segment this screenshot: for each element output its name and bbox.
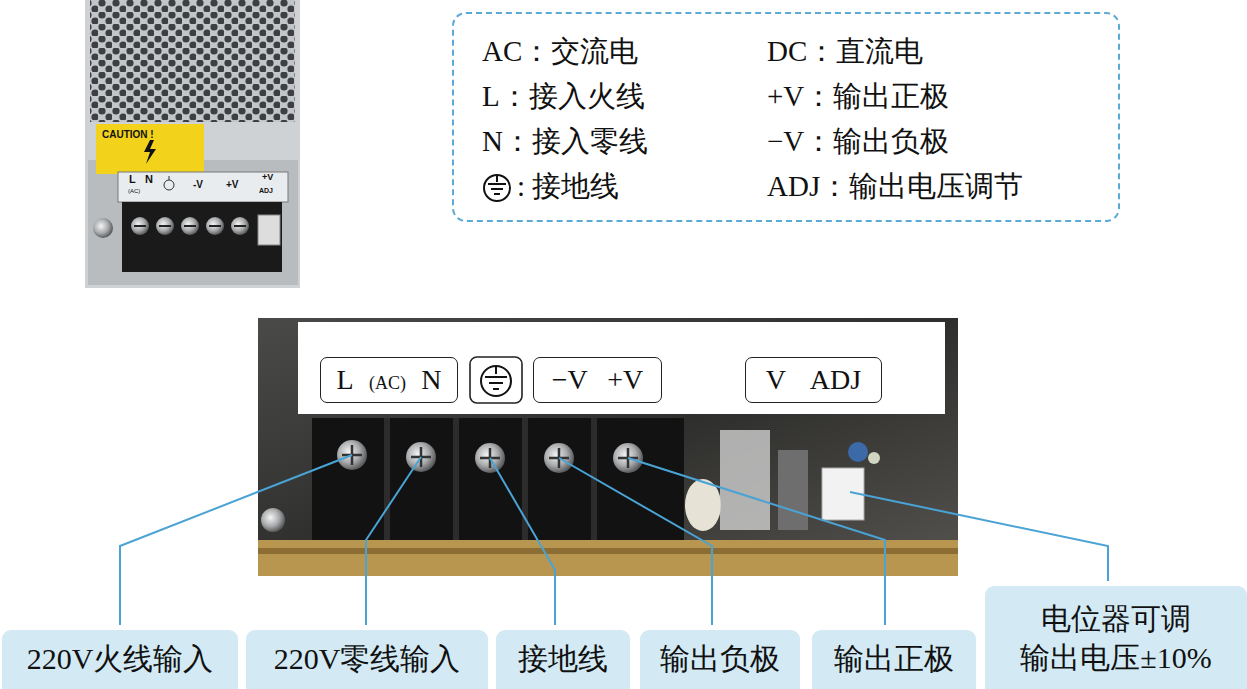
- psu-photo: [85, 0, 300, 288]
- callout-box: 接地线: [496, 630, 630, 689]
- callout-box: 输出正极: [812, 630, 976, 689]
- key-entry: N：接入零线: [482, 124, 648, 159]
- key-entry: −V：输出负极: [767, 124, 949, 159]
- callout-text: 接地线: [518, 639, 608, 680]
- key-entry: ADJ：输出电压调节: [767, 169, 1023, 204]
- callout-box: 220V火线输入: [2, 630, 238, 689]
- terminal-tag: V ADJ: [745, 357, 882, 403]
- photo-label: +V: [226, 180, 239, 190]
- terminal-name: N: [421, 364, 441, 396]
- key-entry: L：接入火线: [482, 79, 645, 114]
- key-entry: : 接地线: [517, 169, 619, 204]
- terminal-tag: L (AC) N: [320, 357, 458, 403]
- terminal-name: V: [766, 364, 786, 396]
- callout-text: 输出正极: [834, 639, 954, 680]
- terminal-name: −V: [552, 364, 588, 396]
- callout-text: 输出负极: [660, 639, 780, 680]
- callout-text: 220V火线输入: [27, 639, 214, 680]
- key-box: AC：交流电 DC：直流电 L：接入火线 +V：输出正极 N：接入零线 −V：输出负极 : …: [452, 12, 1120, 222]
- terminal-photo: [258, 318, 958, 576]
- photo-label: (AC): [128, 188, 140, 194]
- terminal-name: +V: [607, 364, 643, 396]
- terminal-name: L: [337, 364, 354, 396]
- photo-label: +V: [262, 173, 273, 182]
- photo-label: L: [129, 174, 136, 185]
- photo-label: N: [145, 174, 153, 185]
- key-entry: DC：直流电: [767, 34, 923, 69]
- earth-symbol: [484, 175, 510, 201]
- terminal-tag: −V +V: [533, 357, 662, 403]
- callout-text: 电位器可调 输出电压±10%: [991, 599, 1241, 677]
- callout-box: 输出负极: [640, 630, 800, 689]
- callout-box: 220V零线输入: [246, 630, 488, 689]
- key-entry: AC：交流电: [482, 34, 638, 69]
- terminal-name: ADJ: [810, 364, 861, 396]
- callout-box: 电位器可调 输出电压±10%: [985, 586, 1247, 689]
- callout-text: 220V零线输入: [274, 639, 461, 680]
- key-entry: +V：输出正极: [767, 79, 949, 114]
- photo-label: -V: [193, 180, 203, 190]
- leader-lines: [120, 455, 1108, 625]
- terminal-name: (AC): [369, 367, 406, 394]
- photo-label: CAUTION !: [102, 130, 154, 140]
- photo-label: ADJ: [259, 187, 273, 194]
